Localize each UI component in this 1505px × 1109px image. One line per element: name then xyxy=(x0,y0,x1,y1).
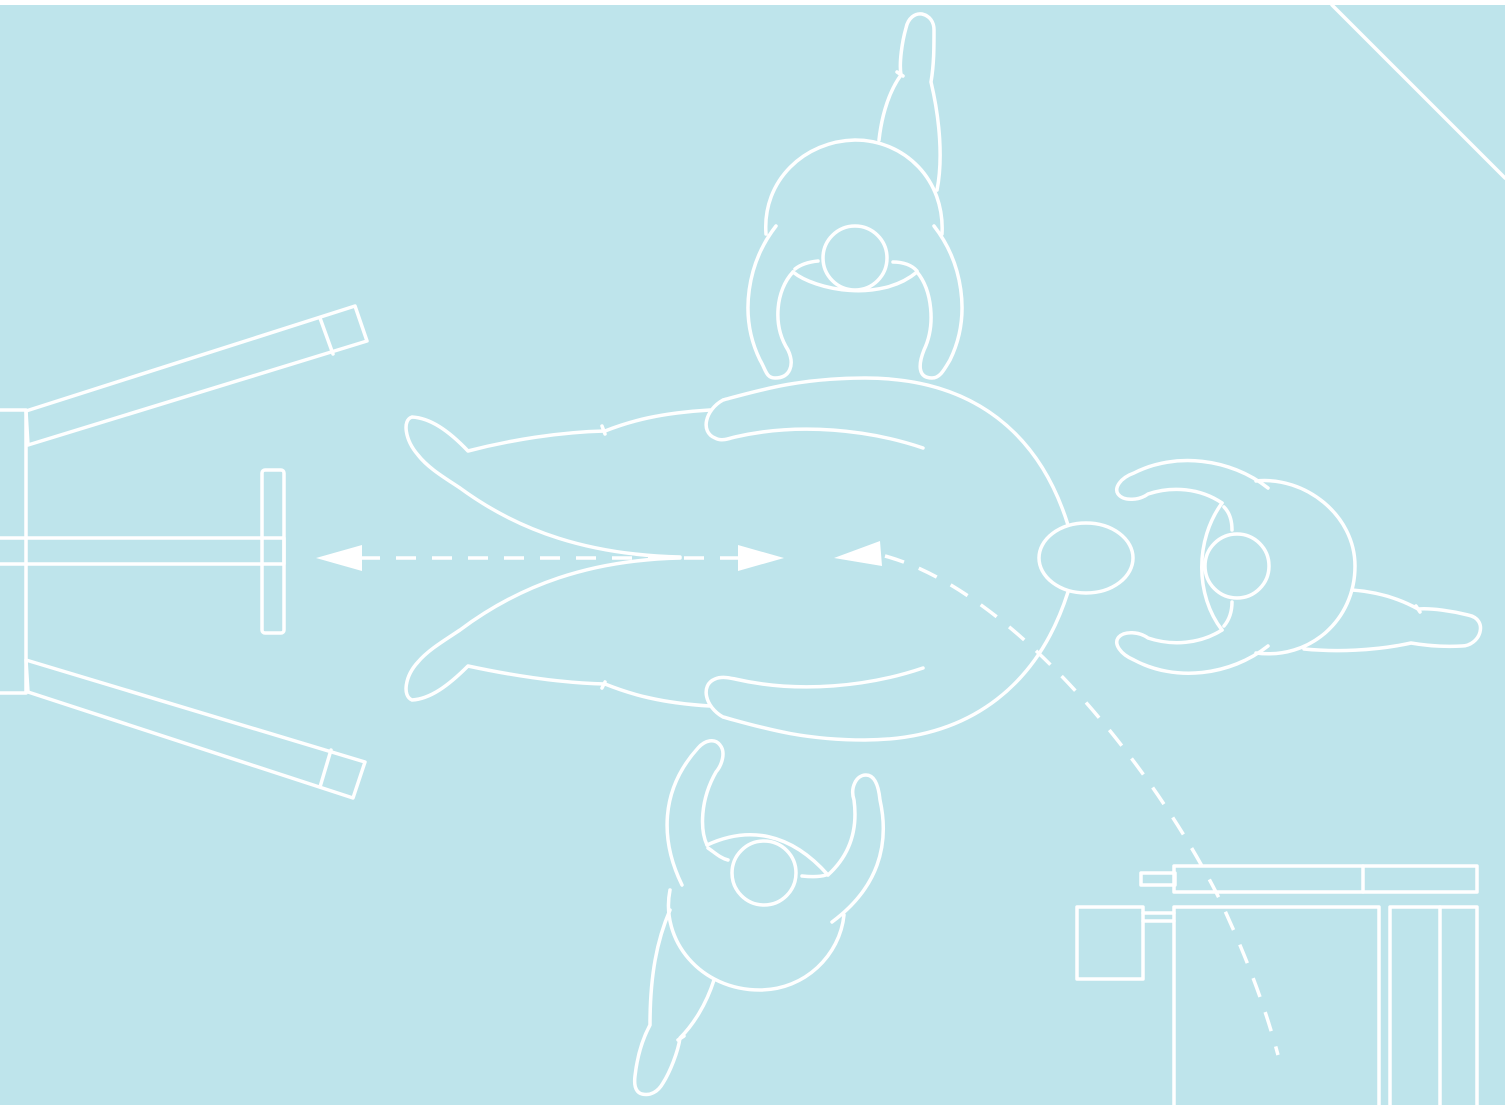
patient-transfer-illustration xyxy=(0,0,1505,1109)
